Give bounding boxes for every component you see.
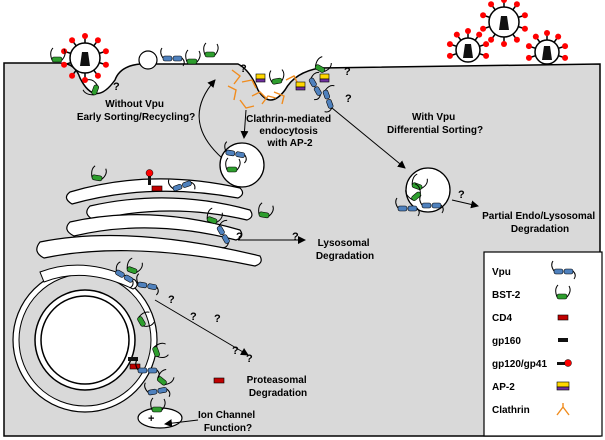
label-with-vpu: With Vpu Differential Sorting? xyxy=(387,112,483,136)
vpu-protein xyxy=(322,84,335,113)
gp120-gp41-icon xyxy=(557,359,572,367)
question-mark: ? xyxy=(232,345,239,357)
clathrin-lattice xyxy=(227,69,299,109)
vpu-protein xyxy=(135,359,160,379)
vpu-protein xyxy=(167,179,196,192)
vpu-protein xyxy=(216,219,230,249)
arrows xyxy=(154,79,479,428)
bst2-protein xyxy=(185,49,201,65)
clathrin-icon xyxy=(556,403,570,416)
label-proteasomal-degradation: Proteasomal Degradation xyxy=(247,375,310,399)
cd4-protein xyxy=(151,185,163,192)
vpu-protein xyxy=(160,47,185,67)
bst2-protein xyxy=(156,369,175,386)
vpu-protein xyxy=(551,260,576,280)
legend-label: gp120/gp41 xyxy=(492,359,547,370)
sorting-vesicle xyxy=(405,167,451,213)
bst2-protein xyxy=(152,342,169,359)
arrow-proteasomal xyxy=(154,299,249,356)
bst2-protein xyxy=(206,207,223,225)
legend-label: Clathrin xyxy=(492,405,530,416)
ion-channel-plus: + xyxy=(148,413,154,425)
bst2-protein xyxy=(225,157,241,173)
question-mark: ? xyxy=(240,63,247,75)
question-mark: ? xyxy=(345,93,352,105)
budding-site xyxy=(138,50,158,70)
ap2-adaptor xyxy=(556,381,570,391)
label-partial-degradation: Partial Endo/Lysosomal Degradation xyxy=(482,211,598,235)
question-mark: ? xyxy=(458,189,465,201)
label-without-vpu: Without Vpu Early Sorting/Recycling? xyxy=(77,99,195,123)
cd4-icon xyxy=(557,314,569,321)
question-marks: ???????????? xyxy=(113,63,465,365)
question-mark: ? xyxy=(190,311,197,323)
arrow-ion-channel xyxy=(164,419,199,428)
question-mark: ? xyxy=(344,66,351,78)
nucleus xyxy=(40,295,130,385)
label-clathrin-endocytosis: Clathrin-mediated endocytosis with AP-2 xyxy=(246,114,334,149)
ap2-icon xyxy=(556,381,570,391)
vpu-icon xyxy=(551,260,576,280)
bst2-icon xyxy=(555,284,571,300)
hiv-virion xyxy=(61,33,109,83)
legend-label: Vpu xyxy=(492,267,511,278)
vpu-protein xyxy=(419,194,444,214)
vpu-protein xyxy=(136,273,159,296)
legend-label: AP-2 xyxy=(492,382,515,393)
bst2-protein xyxy=(50,47,66,63)
question-mark: ? xyxy=(214,313,221,325)
bst2-protein xyxy=(137,311,155,327)
gp120-gp41-protein xyxy=(145,169,154,185)
bst2-protein xyxy=(203,42,219,58)
bst2-protein xyxy=(269,69,285,85)
ap2-adaptors xyxy=(255,73,330,91)
vpu-protein xyxy=(115,261,134,289)
bst2-protein xyxy=(555,284,571,300)
bst2-protein xyxy=(258,202,274,219)
vpu-protein xyxy=(395,197,420,217)
endocytic-vesicle xyxy=(219,142,265,188)
hiv-virion xyxy=(525,30,569,65)
vpu-protein xyxy=(308,71,322,101)
bst2-protein xyxy=(126,257,143,275)
arrow-differential-sorting xyxy=(331,107,406,169)
cd4-protein xyxy=(213,377,225,384)
cd4-protein xyxy=(557,314,569,321)
bst2-protein xyxy=(82,79,100,96)
legend-label: CD4 xyxy=(492,313,512,324)
vpu-protein xyxy=(144,382,171,397)
cd4-protein xyxy=(129,363,141,370)
bst2-protein xyxy=(91,165,107,182)
question-mark: ? xyxy=(236,231,243,243)
bst2-protein xyxy=(150,397,166,413)
vpu-protein xyxy=(224,141,247,164)
clathrin-triskelion xyxy=(556,403,570,416)
gp160-icon xyxy=(558,338,568,342)
legend-label: BST-2 xyxy=(492,290,521,301)
hiv-virion xyxy=(480,0,528,47)
label-ion-channel: Ion Channel Function? xyxy=(198,410,258,434)
er-sheet xyxy=(39,264,138,290)
virion-group xyxy=(61,0,569,83)
legend-label: gp160 xyxy=(492,336,521,347)
protein-group xyxy=(50,42,444,413)
gp160-protein xyxy=(558,338,568,342)
arrow-partial-degradation xyxy=(451,199,479,209)
arrow-endocytosis xyxy=(240,109,249,139)
gp160-protein xyxy=(128,357,138,361)
bst2-protein xyxy=(405,183,422,201)
golgi-apparatus xyxy=(36,178,262,267)
arrow-recycling xyxy=(198,79,223,159)
bst2-protein xyxy=(314,56,332,73)
question-mark: ? xyxy=(292,231,299,243)
question-mark: ? xyxy=(168,294,175,306)
label-lysosomal-degradation: Lysosomal Degradation xyxy=(316,238,374,262)
hiv-virion xyxy=(446,28,490,63)
question-mark: ? xyxy=(113,81,120,93)
question-mark: ? xyxy=(246,353,253,365)
